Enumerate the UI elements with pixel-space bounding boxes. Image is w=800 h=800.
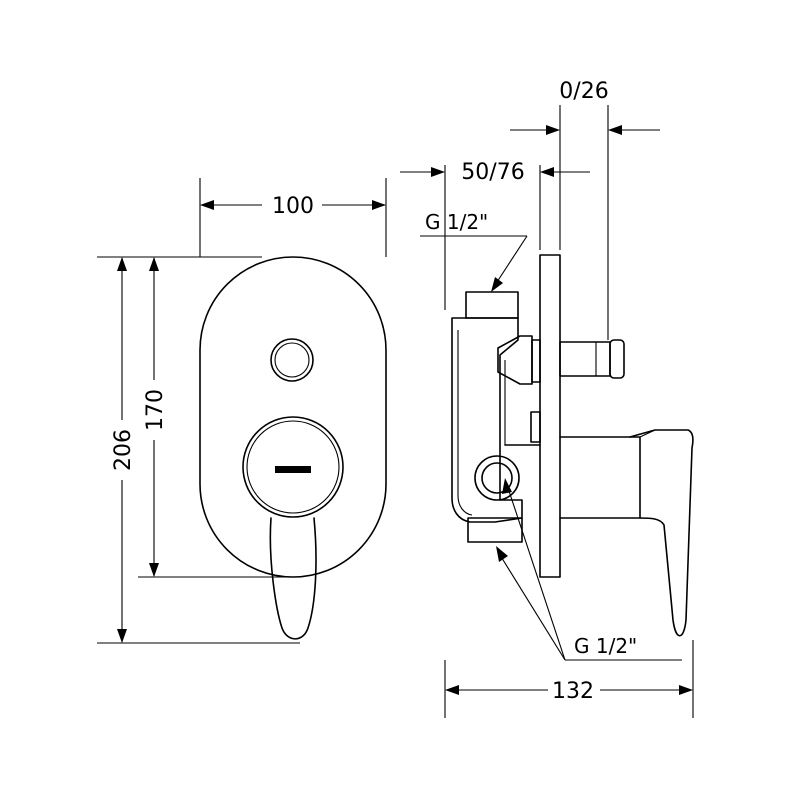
dim-depth-box: 50/76 bbox=[461, 160, 524, 185]
outlet-ring-inner bbox=[481, 462, 513, 494]
thread-label-bottom: G 1/2" bbox=[574, 634, 637, 658]
hex-fitting bbox=[497, 335, 533, 385]
dim-height-total: 206 bbox=[111, 429, 136, 471]
lever-handle bbox=[269, 517, 317, 640]
dim-depth-total: 132 bbox=[552, 679, 594, 704]
diverter-spindle bbox=[559, 341, 611, 377]
outlet-ring-outer bbox=[474, 455, 520, 501]
diverter-knob-inner bbox=[274, 342, 310, 378]
dim-depth-adjust: 0/26 bbox=[559, 79, 608, 104]
thread-label-top: G 1/2" bbox=[425, 210, 488, 234]
top-inlet bbox=[465, 291, 519, 319]
cover-plate-side bbox=[539, 254, 561, 578]
lever-base bbox=[242, 416, 344, 518]
front-view: 100 206 170 bbox=[97, 178, 387, 644]
side-view: G 1/2" G 1/2" 132 50/76 0/26 bbox=[400, 79, 694, 718]
cover-plate bbox=[199, 256, 387, 578]
brand-logo bbox=[275, 466, 311, 473]
diverter-knob bbox=[270, 338, 314, 382]
dim-height-plate: 170 bbox=[143, 389, 168, 431]
lever-base-inner bbox=[246, 420, 340, 514]
lever-side bbox=[559, 436, 641, 519]
dim-width-front: 100 bbox=[272, 194, 314, 219]
